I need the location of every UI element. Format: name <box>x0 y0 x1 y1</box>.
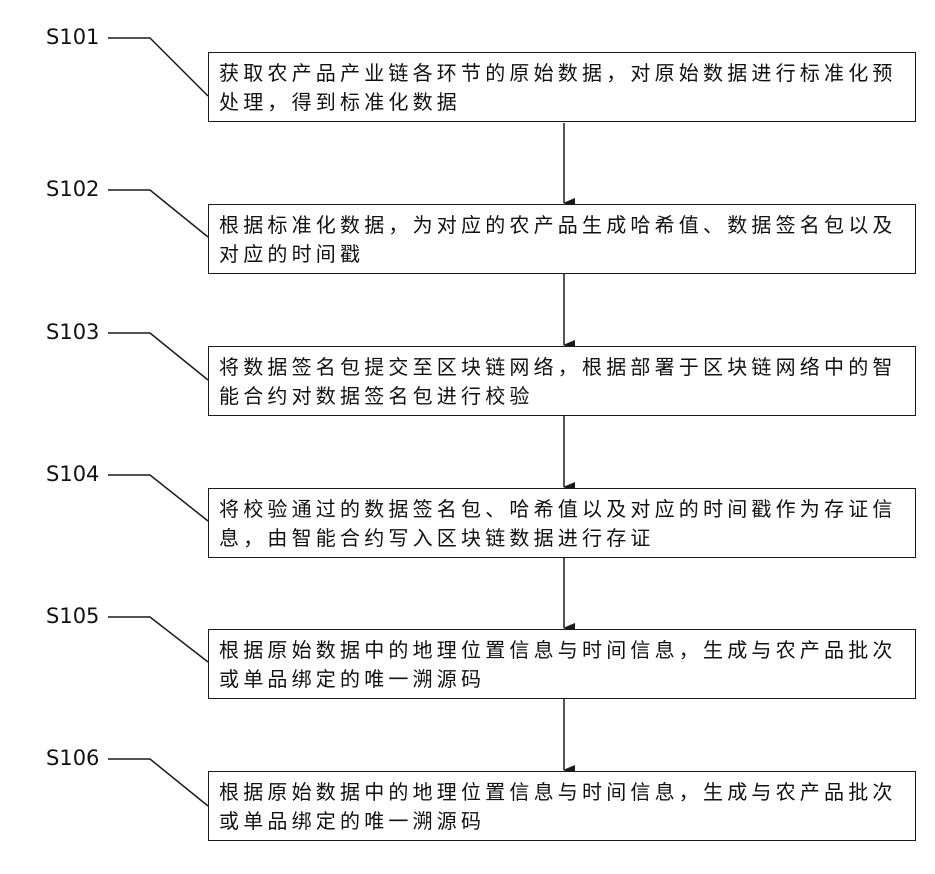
step-box-s102: 根据标准化数据，为对应的农产品生成哈希值、数据签名包以及对应的时间戳 <box>208 204 916 274</box>
step-text-s104: 将校验通过的数据签名包、哈希值以及对应的时间戳作为存证信息，由智能合约写入区块链… <box>219 495 905 553</box>
step-label-s101: S101 <box>46 25 99 49</box>
step-text-s102: 根据标准化数据，为对应的农产品生成哈希值、数据签名包以及对应的时间戳 <box>219 211 905 269</box>
step-label-s102: S102 <box>46 177 99 201</box>
step-box-s106: 根据原始数据中的地理位置信息与时间信息，生成与农产品批次或单品绑定的唯一溯源码 <box>208 771 916 841</box>
step-label-s106: S106 <box>46 746 99 770</box>
step-text-s106: 根据原始数据中的地理位置信息与时间信息，生成与农产品批次或单品绑定的唯一溯源码 <box>219 778 905 836</box>
step-label-s103: S103 <box>46 320 99 344</box>
step-box-s103: 将数据签名包提交至区块链网络，根据部署于区块链网络中的智能合约对数据签名包进行校… <box>208 346 916 416</box>
step-box-s104: 将校验通过的数据签名包、哈希值以及对应的时间戳作为存证信息，由智能合约写入区块链… <box>208 488 916 558</box>
leader-line-s106 <box>108 759 208 806</box>
leader-line-s102 <box>108 190 208 237</box>
leader-line-s101 <box>108 38 208 96</box>
step-box-s101: 获取农产品产业链各环节的原始数据，对原始数据进行标准化预处理，得到标准化数据 <box>208 52 916 122</box>
leader-line-s103 <box>108 333 208 380</box>
step-text-s101: 获取农产品产业链各环节的原始数据，对原始数据进行标准化预处理，得到标准化数据 <box>219 59 905 117</box>
leader-line-s105 <box>108 617 208 662</box>
step-label-s104: S104 <box>46 462 99 486</box>
step-text-s105: 根据原始数据中的地理位置信息与时间信息，生成与农产品批次或单品绑定的唯一溯源码 <box>219 636 905 694</box>
step-label-s105: S105 <box>46 604 99 628</box>
leader-line-s104 <box>108 475 208 521</box>
step-text-s103: 将数据签名包提交至区块链网络，根据部署于区块链网络中的智能合约对数据签名包进行校… <box>219 353 905 411</box>
step-box-s105: 根据原始数据中的地理位置信息与时间信息，生成与农产品批次或单品绑定的唯一溯源码 <box>208 629 916 699</box>
